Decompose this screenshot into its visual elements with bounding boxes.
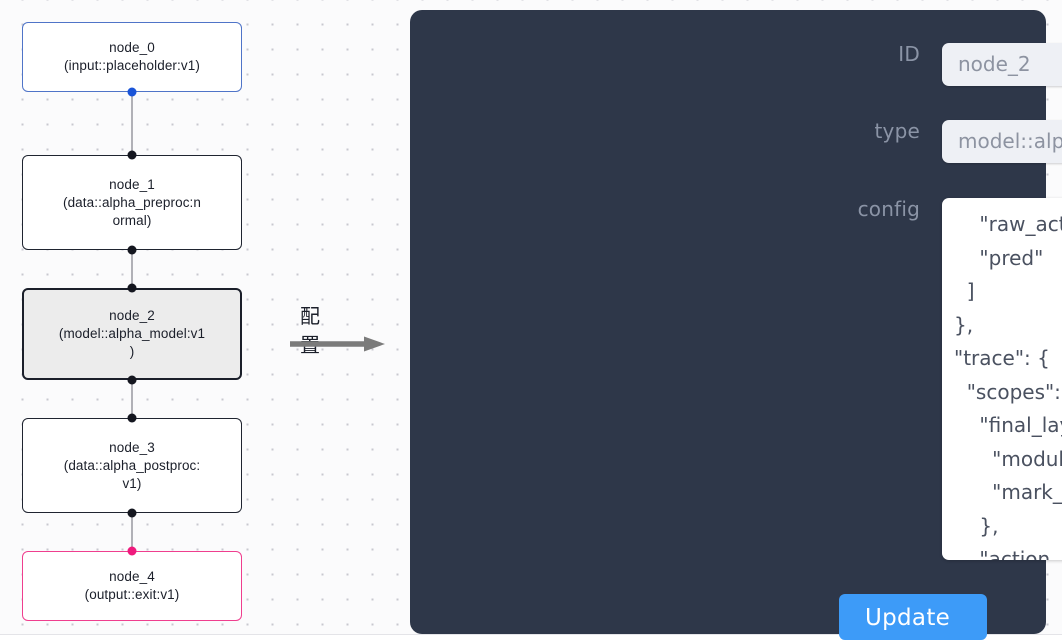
flow-node-subtitle: (output::exit:v1) <box>84 587 180 602</box>
edge-node3-node4 <box>131 513 133 551</box>
node3-target-handle[interactable] <box>127 413 137 423</box>
node1-source-handle[interactable] <box>127 245 137 255</box>
node0-source-handle[interactable] <box>127 87 137 97</box>
edge-node2-node3 <box>131 380 133 418</box>
node3-source-handle[interactable] <box>127 508 137 518</box>
type-field-row: type <box>830 120 1062 163</box>
edge-node0-node1 <box>131 92 133 155</box>
node2-target-handle[interactable] <box>127 283 137 293</box>
id-field-row: ID <box>830 43 1062 86</box>
config-field-row: config "raw_action", "pred" ] }, "trace"… <box>830 198 1062 560</box>
config-label: config <box>857 197 920 221</box>
right-arrow-icon <box>290 336 385 352</box>
flow-node-node_1[interactable]: node_1 (data::alpha_preproc:n ormal) <box>22 155 242 250</box>
type-label: type <box>874 119 920 143</box>
node2-source-handle[interactable] <box>127 375 137 385</box>
flow-node-node_2[interactable]: node_2 (model::alpha_model:v1 ) <box>22 288 242 380</box>
flow-node-subtitle: (data::alpha_postproc: v1) <box>63 457 201 491</box>
flow-node-title: node_3 <box>109 439 155 455</box>
type-input[interactable] <box>942 120 1062 163</box>
node1-target-handle[interactable] <box>127 150 137 160</box>
flow-node-node_3[interactable]: node_3 (data::alpha_postproc: v1) <box>22 418 242 513</box>
edge-node1-node2 <box>131 250 133 288</box>
update-button[interactable]: Update <box>839 594 987 640</box>
node-config-panel: ID type config "raw_action", "pred" ] },… <box>410 10 1062 640</box>
flow-node-subtitle: (data::alpha_preproc:n ormal) <box>62 194 202 228</box>
node4-target-handle[interactable] <box>127 546 137 556</box>
flow-node-title: node_2 <box>109 308 155 323</box>
flow-node-subtitle: (input::placeholder:v1) <box>64 58 200 73</box>
flow-node-title: node_0 <box>109 40 155 55</box>
canvas-bottom-edge <box>0 634 1062 643</box>
config-textarea-wrap: "raw_action", "pred" ] }, "trace": { "sc… <box>942 198 1062 560</box>
flow-node-title: node_4 <box>109 569 155 584</box>
flow-node-title: node_1 <box>109 176 155 192</box>
id-input[interactable] <box>942 43 1062 86</box>
flow-node-node_0[interactable]: node_0 (input::placeholder:v1) <box>22 22 242 92</box>
config-textarea[interactable]: "raw_action", "pred" ] }, "trace": { "sc… <box>942 198 1062 560</box>
id-label: ID <box>898 42 920 66</box>
flow-node-node_4[interactable]: node_4 (output::exit:v1) <box>22 551 242 621</box>
flow-node-subtitle: (model::alpha_model:v1 ) <box>58 326 206 359</box>
